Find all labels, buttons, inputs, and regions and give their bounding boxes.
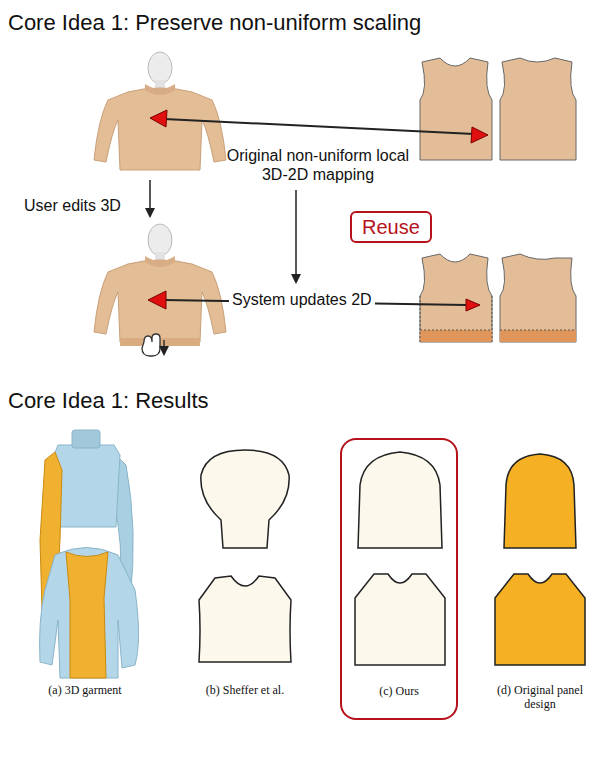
front-panel	[420, 58, 492, 160]
mapping-label: Original non-uniform local 3D-2D mapping	[226, 146, 410, 184]
mapping-arrow	[164, 119, 474, 134]
bodice-panel	[199, 576, 291, 662]
red-arrowhead	[148, 291, 166, 309]
box-label: Reuse	[362, 215, 420, 239]
drag-arrow	[163, 340, 165, 354]
bodice-panel	[495, 574, 585, 665]
back-panel	[500, 58, 576, 160]
blue-body	[54, 445, 120, 527]
sleeve-panel	[504, 454, 576, 548]
seam-line	[420, 296, 421, 342]
collar	[72, 430, 100, 448]
reuse-arrow	[295, 190, 297, 282]
panels-b	[199, 450, 291, 662]
edit-arrow	[149, 180, 151, 216]
highlight-box: (c) Ours	[340, 438, 458, 720]
mannequin	[94, 224, 226, 342]
garment-bottom	[40, 548, 139, 679]
seam-line	[500, 330, 576, 331]
sleeve-panel	[358, 452, 442, 548]
seam-line	[420, 330, 492, 331]
orange-panel	[66, 552, 108, 678]
red-arrowhead	[150, 110, 167, 127]
caption: (d) Original panel design	[490, 683, 590, 712]
mannequin-before	[94, 52, 226, 170]
red-arrowhead	[466, 299, 480, 311]
hand-icon	[142, 334, 160, 356]
step-label: System updates 2D	[229, 290, 375, 309]
seam-line	[492, 296, 493, 342]
added-strip	[420, 330, 492, 342]
panels-d	[495, 454, 585, 665]
blue-body	[40, 548, 139, 679]
added-strip	[500, 330, 576, 342]
sleeve-panel	[201, 450, 289, 548]
back-panel-updated	[500, 254, 576, 342]
caption: (b) Sheffer et al.	[185, 683, 305, 697]
mannequin-after	[94, 224, 226, 356]
step-label: User edits 3D	[24, 196, 121, 215]
red-arrowhead	[471, 127, 488, 143]
reuse-box: Reuse	[350, 211, 432, 243]
caption: (a) 3D garment	[30, 683, 140, 697]
heading: Core Idea 1: Preserve non-uniform scalin…	[8, 10, 421, 36]
heading: Core Idea 1: Results	[8, 388, 209, 414]
front-panel-updated	[420, 254, 492, 342]
panels-c	[355, 452, 445, 665]
bodice-panel	[355, 574, 445, 665]
caption: (c) Ours	[379, 684, 419, 698]
